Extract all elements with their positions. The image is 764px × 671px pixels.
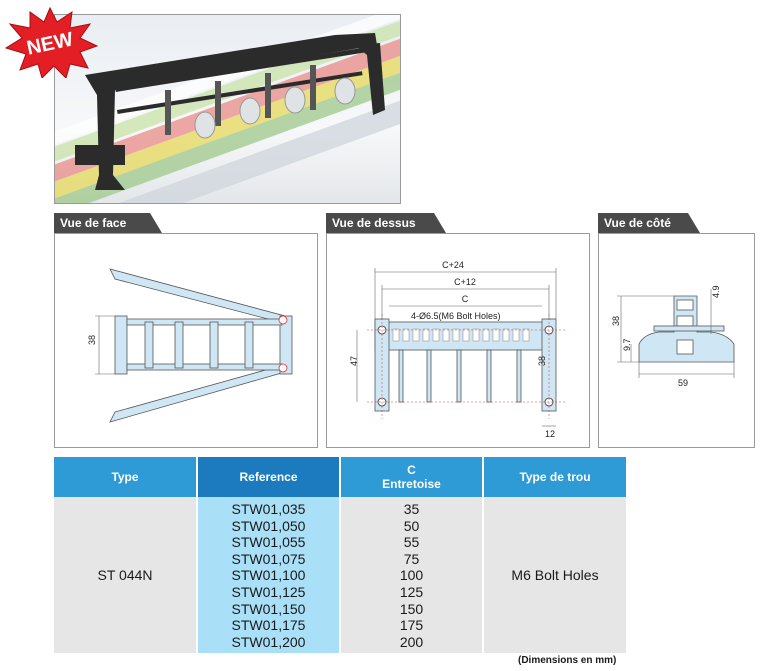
side-view-panel: 38 9.7 4.9 59 bbox=[598, 233, 755, 448]
header-c: C Entretoise bbox=[340, 457, 484, 497]
cell-references: STW01,035 STW01,050 STW01,055 STW01,075 … bbox=[197, 497, 341, 654]
c-value-item: 75 bbox=[403, 550, 420, 567]
reference-item: STW01,050 bbox=[231, 517, 306, 534]
top-dim-12: 12 bbox=[545, 429, 555, 439]
reference-item: STW01,125 bbox=[231, 583, 306, 600]
c-value-item: 55 bbox=[403, 534, 420, 551]
table-row: ST 044N STW01,035 STW01,050 STW01,055 ST… bbox=[54, 497, 626, 654]
spec-table: Type Reference C Entretoise Type de trou… bbox=[54, 457, 626, 654]
front-view-drawing: 38 bbox=[87, 268, 293, 423]
cell-type: ST 044N bbox=[54, 497, 198, 654]
reference-item: STW01,055 bbox=[231, 534, 306, 551]
top-view-tab: Vue de dessus bbox=[326, 213, 446, 233]
side-dim-97: 9.7 bbox=[622, 338, 632, 351]
reference-item: STW01,150 bbox=[231, 600, 306, 617]
product-photo bbox=[54, 14, 401, 204]
top-dim-38: 38 bbox=[537, 356, 547, 366]
side-view-tab: Vue de côté bbox=[598, 213, 700, 233]
top-view-drawing: C+24 C+12 C 4-Ø6.5(M6 Bolt Holes) 47 12 … bbox=[349, 260, 567, 439]
c-value-item: 175 bbox=[399, 617, 424, 634]
reference-item: STW01,100 bbox=[231, 567, 306, 584]
c-value-item: 100 bbox=[399, 567, 424, 584]
front-dim-height: 38 bbox=[87, 335, 97, 345]
cell-c-values: 35 50 55 75 100 125 150 175 200 bbox=[340, 497, 484, 654]
side-dim-49: 4.9 bbox=[711, 285, 721, 298]
top-dim-c12: C+12 bbox=[454, 277, 476, 287]
reference-item: STW01,200 bbox=[231, 633, 306, 650]
reference-item: STW01,075 bbox=[231, 550, 306, 567]
side-dim-38: 38 bbox=[611, 316, 621, 326]
dimensions-footnote: (Dimensions en mm) bbox=[518, 655, 617, 666]
reference-item: STW01,175 bbox=[231, 617, 306, 634]
front-view-tab: Vue de face bbox=[54, 213, 162, 233]
header-type: Type bbox=[54, 457, 198, 497]
table-header-row: Type Reference C Entretoise Type de trou bbox=[54, 457, 626, 497]
top-holes-note: 4-Ø6.5(M6 Bolt Holes) bbox=[411, 311, 501, 321]
c-value-item: 200 bbox=[399, 633, 424, 650]
c-value-item: 35 bbox=[403, 501, 420, 517]
cell-hole-type: M6 Bolt Holes bbox=[483, 497, 626, 654]
cable-carrier-illustration bbox=[55, 15, 400, 203]
top-view-panel: C+24 C+12 C 4-Ø6.5(M6 Bolt Holes) 47 12 … bbox=[326, 233, 590, 448]
header-hole-type: Type de trou bbox=[483, 457, 626, 497]
top-dim-c: C bbox=[462, 294, 469, 304]
starburst-shape bbox=[4, 6, 98, 78]
c-value-item: 50 bbox=[403, 517, 420, 534]
header-reference: Reference bbox=[197, 457, 341, 497]
header-c-line1: C bbox=[407, 463, 416, 477]
front-view-panel: 38 bbox=[54, 233, 318, 448]
header-c-line2: Entretoise bbox=[382, 477, 441, 491]
c-value-item: 125 bbox=[399, 583, 424, 600]
top-dim-c24: C+24 bbox=[442, 260, 464, 270]
new-badge: NEW bbox=[4, 6, 98, 78]
side-view-drawing: 38 9.7 4.9 59 bbox=[611, 285, 735, 388]
c-value-item: 150 bbox=[399, 600, 424, 617]
reference-item: STW01,035 bbox=[231, 501, 306, 517]
top-dim-47: 47 bbox=[349, 356, 359, 366]
side-dim-59: 59 bbox=[678, 378, 688, 388]
